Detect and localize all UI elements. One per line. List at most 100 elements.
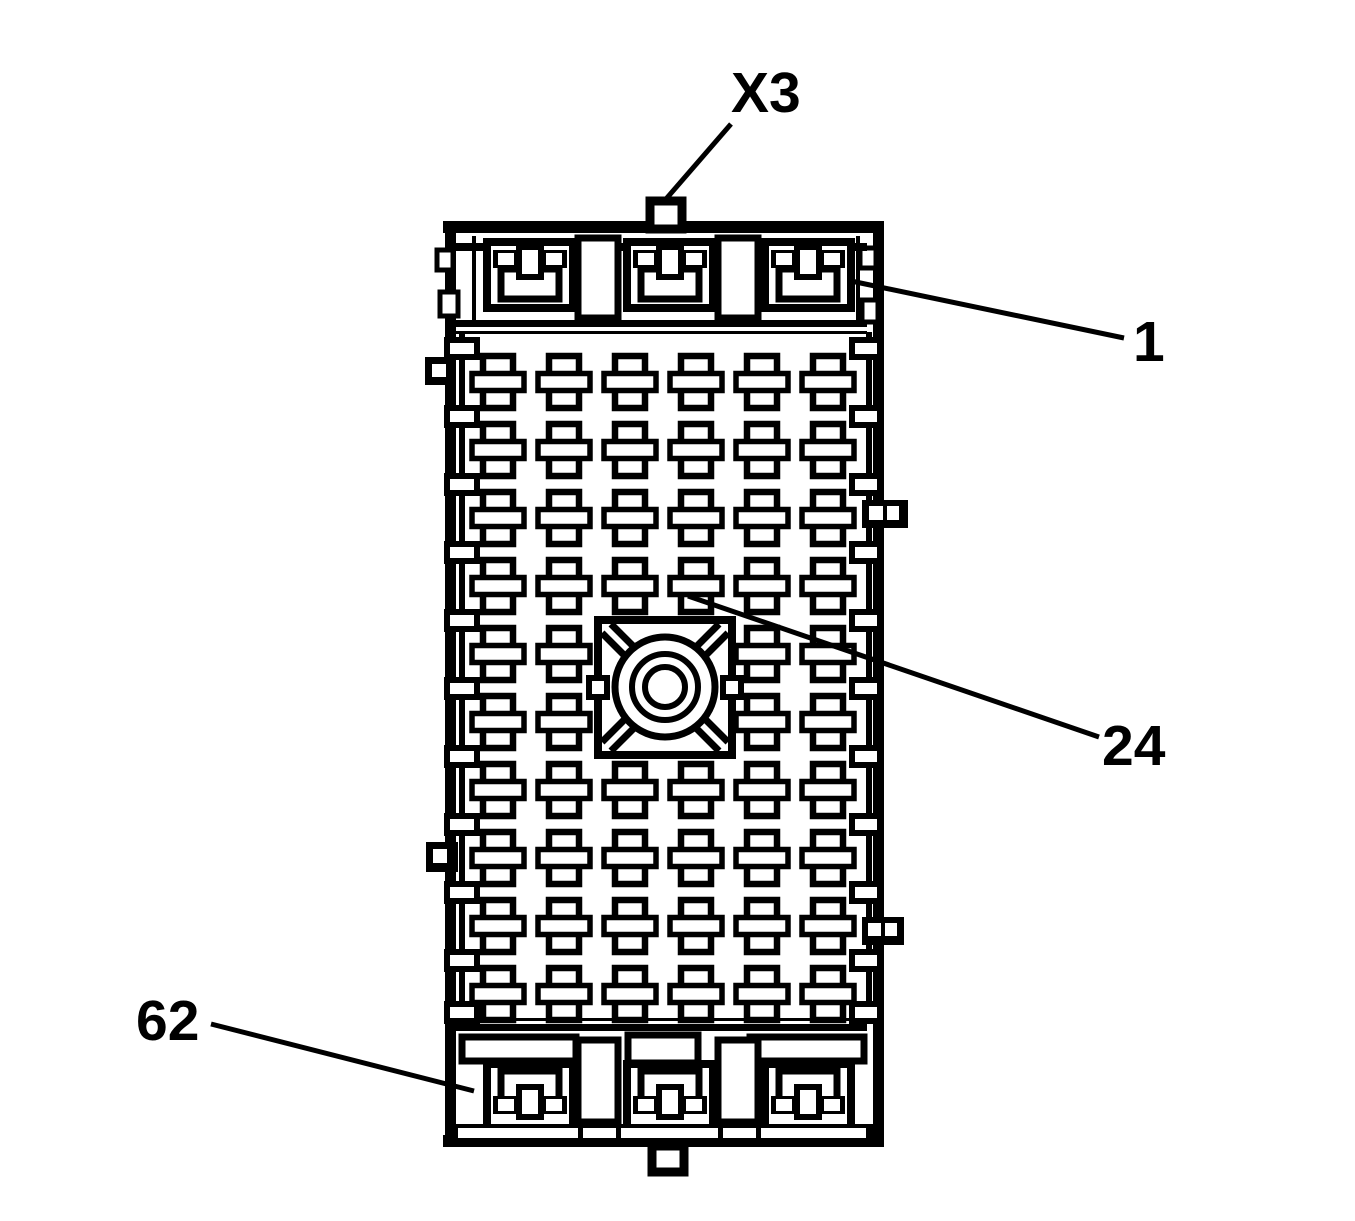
terminal-cavity — [733, 488, 791, 548]
terminal-horizontal-slot — [799, 710, 857, 734]
terminal-cavity — [799, 692, 857, 752]
terminal-horizontal-slot — [733, 710, 791, 734]
callout-leader-lines — [210, 122, 1125, 1094]
rim-tick-1 — [578, 1124, 583, 1141]
terminal-horizontal-slot — [535, 710, 593, 734]
callout-label-24: 24 — [1102, 714, 1166, 778]
terminal-cavity — [733, 624, 791, 684]
terminal-cavity — [799, 828, 857, 888]
terminal-horizontal-slot — [535, 438, 593, 462]
bottom-bar-right — [746, 1033, 868, 1065]
terminal-cavity — [799, 760, 857, 820]
terminal-horizontal-slot — [535, 914, 593, 938]
terminal-horizontal-slot — [733, 438, 791, 462]
rim-tick-3 — [718, 1124, 723, 1141]
slot-window — [686, 253, 702, 265]
right-rail-tab — [849, 541, 883, 564]
terminal-cavity — [535, 760, 593, 820]
terminal-grid — [469, 352, 857, 1024]
bottom-cavity-slot — [483, 1060, 577, 1132]
slot-key — [516, 244, 544, 280]
left-rail-tab — [444, 949, 480, 972]
left-upper-side-tab — [425, 357, 456, 385]
leader-62 — [210, 1021, 475, 1094]
terminal-cavity — [535, 352, 593, 412]
right-rail-tab — [849, 745, 883, 768]
left-wall-hook-2 — [437, 289, 461, 319]
terminal-cavity — [799, 352, 857, 412]
terminal-horizontal-slot — [601, 914, 659, 938]
leader-1 — [850, 278, 1125, 341]
terminal-horizontal-slot — [799, 914, 857, 938]
slot-key — [516, 1084, 544, 1120]
terminal-horizontal-slot — [733, 982, 791, 1006]
terminal-horizontal-slot — [535, 370, 593, 394]
terminal-cavity — [601, 556, 659, 616]
bottom-rim-slit — [458, 1128, 866, 1138]
terminal-horizontal-slot — [535, 982, 593, 1006]
terminal-horizontal-slot — [469, 982, 527, 1006]
terminal-horizontal-slot — [469, 370, 527, 394]
slot-window — [638, 253, 654, 265]
terminal-horizontal-slot — [469, 642, 527, 666]
slot-key — [794, 244, 822, 280]
terminal-horizontal-slot — [799, 846, 857, 870]
terminal-horizontal-slot — [469, 506, 527, 530]
terminal-horizontal-slot — [601, 370, 659, 394]
bottom-separator-1 — [574, 1036, 622, 1126]
terminal-horizontal-slot — [733, 642, 791, 666]
slot-key — [656, 244, 684, 280]
terminal-horizontal-slot — [799, 982, 857, 1006]
terminal-cavity — [601, 964, 659, 1024]
terminal-cavity — [601, 896, 659, 956]
terminal-cavity — [733, 964, 791, 1024]
slot-window — [546, 253, 562, 265]
left-rail-tab — [444, 337, 480, 360]
terminal-horizontal-slot — [667, 982, 725, 1006]
left-rail-tab — [444, 609, 480, 632]
right-rail-tab — [849, 813, 883, 836]
terminal-cavity — [535, 556, 593, 616]
terminal-cavity — [667, 828, 725, 888]
terminal-horizontal-slot — [535, 506, 593, 530]
boss-middle-circle — [629, 651, 701, 723]
bottom-cavity-slot — [623, 1060, 717, 1132]
terminal-horizontal-slot — [535, 846, 593, 870]
right-rail-tab — [849, 609, 883, 632]
terminal-cavity — [733, 760, 791, 820]
slot-window — [638, 1099, 654, 1111]
boss-right-notch — [720, 675, 744, 700]
terminal-cavity — [667, 964, 725, 1024]
terminal-cavity — [733, 828, 791, 888]
right-rail-tab — [849, 337, 883, 360]
terminal-cavity — [667, 420, 725, 480]
terminal-cavity — [535, 624, 593, 684]
terminal-horizontal-slot — [535, 642, 593, 666]
callouts: X3 1 24 62 — [136, 61, 1166, 1094]
terminal-cavity — [469, 420, 527, 480]
terminal-horizontal-slot — [799, 506, 857, 530]
terminal-cavity — [469, 488, 527, 548]
top-separator-2 — [714, 234, 762, 322]
callout-label-x3: X3 — [731, 61, 801, 125]
terminal-horizontal-slot — [799, 778, 857, 802]
slot-key — [794, 1084, 822, 1120]
terminal-horizontal-slot — [601, 574, 659, 598]
terminal-cavity — [469, 556, 527, 616]
slot-window — [686, 1099, 702, 1111]
terminal-cavity — [469, 692, 527, 752]
leader-x3 — [664, 122, 733, 201]
right-rail-tab — [849, 881, 883, 904]
terminal-horizontal-slot — [469, 710, 527, 734]
terminal-horizontal-slot — [667, 506, 725, 530]
left-rail-tab — [444, 541, 480, 564]
right-upper-side-tab — [862, 500, 908, 528]
right-rail-tab — [849, 405, 883, 428]
slot-window — [776, 1099, 792, 1111]
terminal-cavity — [733, 420, 791, 480]
terminal-horizontal-slot — [469, 574, 527, 598]
terminal-cavity — [799, 556, 857, 616]
top-divider-thick — [456, 320, 867, 327]
top-divider-thin — [456, 331, 867, 334]
